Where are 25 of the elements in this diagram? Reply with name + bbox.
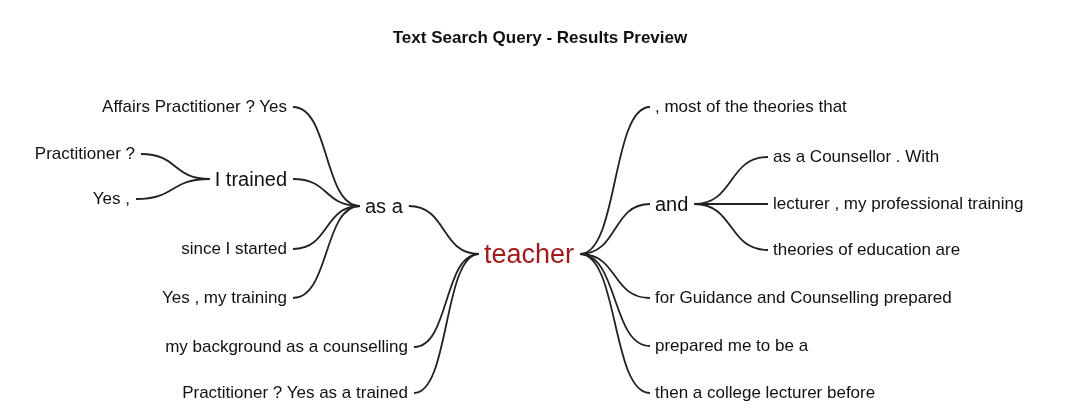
word-tree-phrase: Affairs Practitioner ? Yes — [102, 96, 287, 118]
word-tree-phrase: I trained — [214, 168, 287, 190]
word-tree-phrase: , most of the theories that — [655, 96, 847, 118]
word-tree-phrase: then a college lecturer before — [655, 382, 876, 404]
title: Text Search Query - Results Preview — [391, 28, 689, 48]
branch-line — [292, 205, 361, 299]
word-tree-phrase: Practitioner ? Yes as a trained — [182, 382, 408, 404]
word-tree-phrase: my background as a counselling — [165, 336, 408, 358]
branch-line — [693, 203, 769, 251]
word-tree-phrase: lecturer , my professional training — [773, 193, 1024, 215]
word-tree-phrase: since I started — [181, 238, 287, 260]
root-word: teacher — [484, 238, 575, 270]
word-tree-phrase: Yes , — [92, 188, 130, 210]
word-tree-phrase: for Guidance and Counselling prepared — [655, 287, 952, 309]
word-tree-phrase: theories of education are — [773, 239, 961, 261]
word-tree-phrase: Yes , my training — [161, 287, 287, 309]
word-tree-phrase: as a Counsellor . With — [773, 146, 940, 168]
branch-line — [135, 178, 211, 200]
word-tree-phrase: prepared me to be a — [655, 335, 809, 357]
branch-line — [413, 253, 480, 394]
word-tree-phrase: and — [655, 193, 689, 215]
branch-line — [413, 253, 480, 348]
word-tree-phrase: as a — [365, 195, 403, 217]
word-tree-phrase: Practitioner ? — [34, 143, 135, 165]
branch-line — [579, 253, 651, 394]
